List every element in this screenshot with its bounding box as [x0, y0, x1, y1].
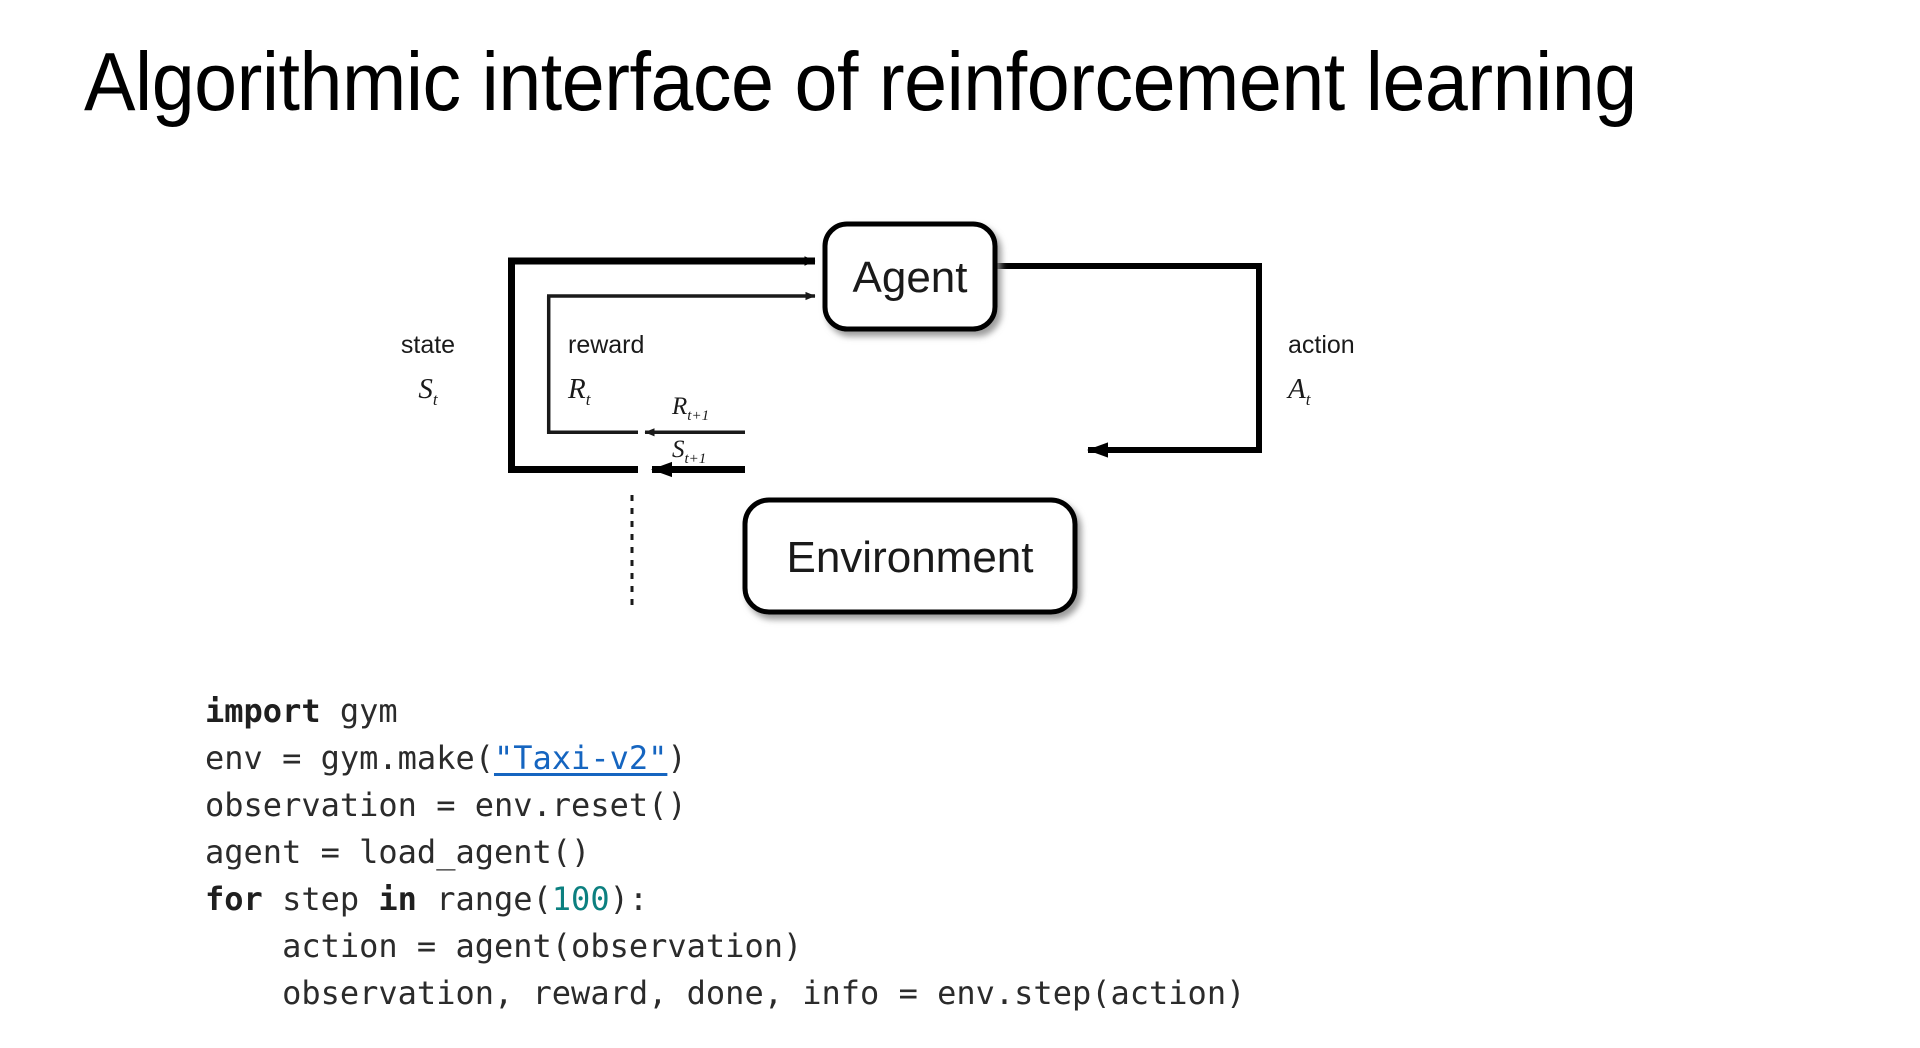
agent-environment-diagram: Agent Environment state St reward Rt act… — [0, 195, 1920, 645]
code-text: ): — [609, 880, 649, 918]
state-symbol: St — [418, 373, 439, 409]
action-label: action — [1288, 331, 1355, 359]
action-edge — [995, 263, 1262, 458]
environment-label: Environment — [786, 533, 1033, 582]
code-keyword: for — [205, 880, 263, 918]
environment-box[interactable] — [742, 497, 1078, 615]
code-line: env = gym.make("Taxi-v2") — [205, 735, 1245, 782]
code-line: action = agent(observation) — [205, 923, 1245, 970]
environment-node[interactable]: Environment — [742, 497, 1078, 615]
code-line: agent = load_agent() — [205, 829, 1245, 876]
agent-box[interactable] — [822, 221, 998, 332]
code-text: action = agent(observation) — [205, 927, 803, 965]
page-title: Algorithmic interface of reinforcement l… — [84, 35, 1637, 128]
code-number: 100 — [551, 880, 610, 918]
action-symbol: At — [1286, 373, 1312, 409]
reward-edge — [546, 291, 816, 435]
code-line: observation, reward, done, info = env.st… — [205, 970, 1245, 1017]
code-text: env = gym.make( — [205, 739, 494, 777]
code-keyword: import — [205, 692, 321, 730]
next-reward-symbol: Rt+1 — [671, 393, 709, 424]
code-text: range( — [416, 880, 552, 918]
agent-node[interactable]: Agent — [822, 221, 998, 332]
state-edge — [508, 256, 816, 473]
code-keyword: in — [378, 880, 417, 918]
reward-label: reward — [568, 331, 644, 359]
code-line: import gym — [205, 688, 1245, 735]
code-text: gym — [320, 692, 398, 730]
code-text: observation = env.reset() — [205, 786, 687, 824]
agent-label: Agent — [853, 253, 968, 302]
env-id-link[interactable]: "Taxi-v2" — [493, 739, 668, 777]
code-text: ) — [667, 739, 687, 777]
code-text: agent = load_agent() — [205, 833, 591, 871]
code-text: step — [262, 880, 379, 918]
reward-symbol: Rt — [567, 373, 592, 409]
state-label: state — [401, 331, 455, 359]
code-line: observation = env.reset() — [205, 782, 1245, 829]
code-text: observation, reward, done, info = env.st… — [205, 974, 1246, 1012]
code-line: for step in range(100): — [205, 876, 1245, 923]
next-state-symbol: St+1 — [672, 436, 706, 467]
